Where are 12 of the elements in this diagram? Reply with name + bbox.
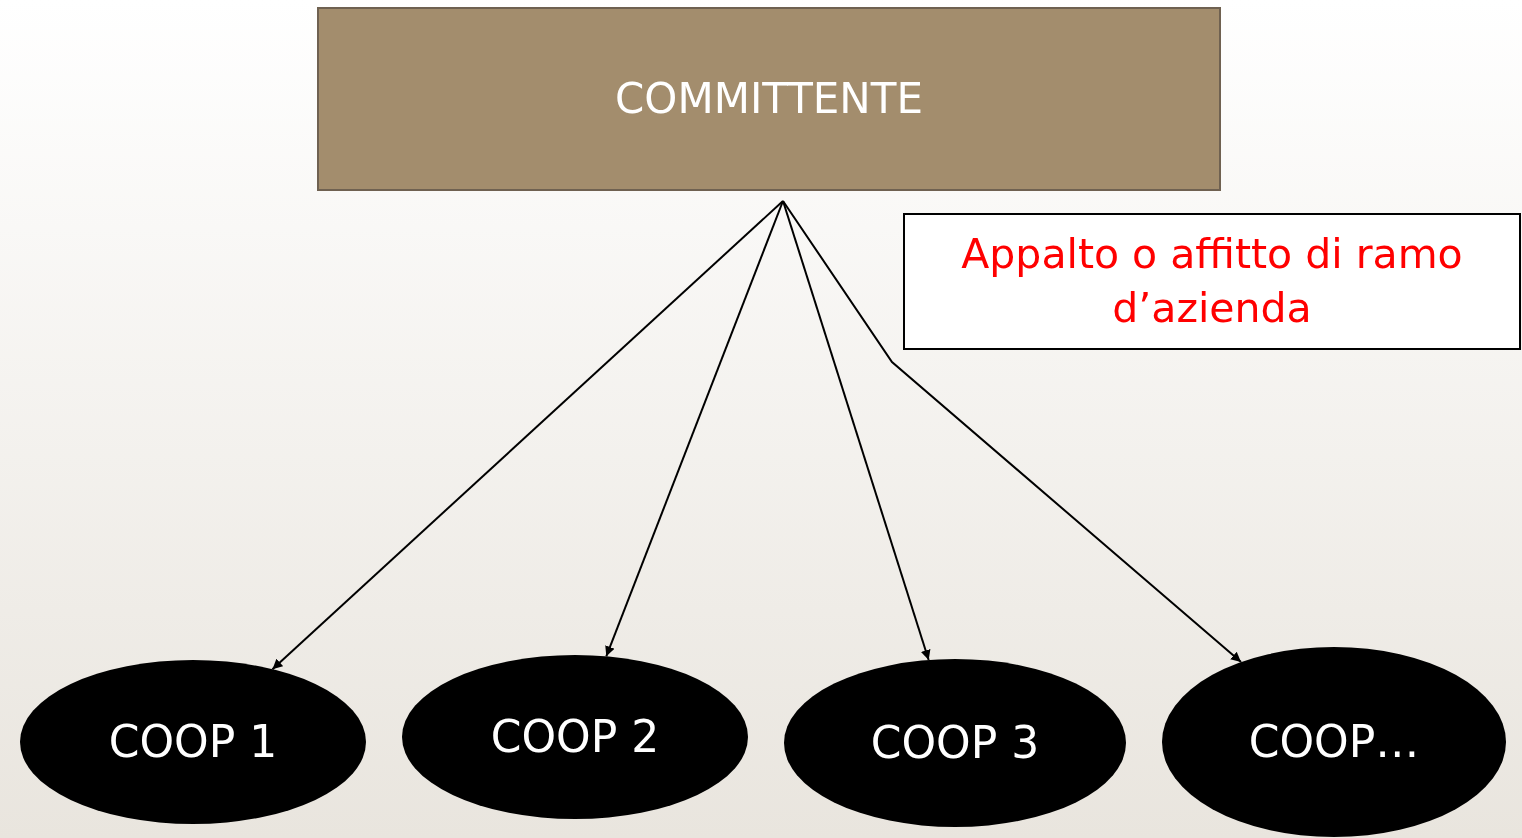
arrow (605, 200, 784, 658)
node-label: COOP 1 (107, 715, 279, 770)
arrow (782, 200, 1243, 664)
arrow (782, 200, 931, 661)
node-label: COOP 2 (489, 710, 661, 765)
node-label: Appalto o affitto di ramo d’azienda (960, 229, 1464, 334)
process-box (317, 7, 1221, 191)
node-label: COOP… (1247, 715, 1421, 770)
arrow (271, 200, 784, 671)
node-label: COOP 3 (869, 716, 1041, 771)
node-label: COMMITTENTE (614, 72, 924, 125)
callout-box (903, 213, 1521, 350)
